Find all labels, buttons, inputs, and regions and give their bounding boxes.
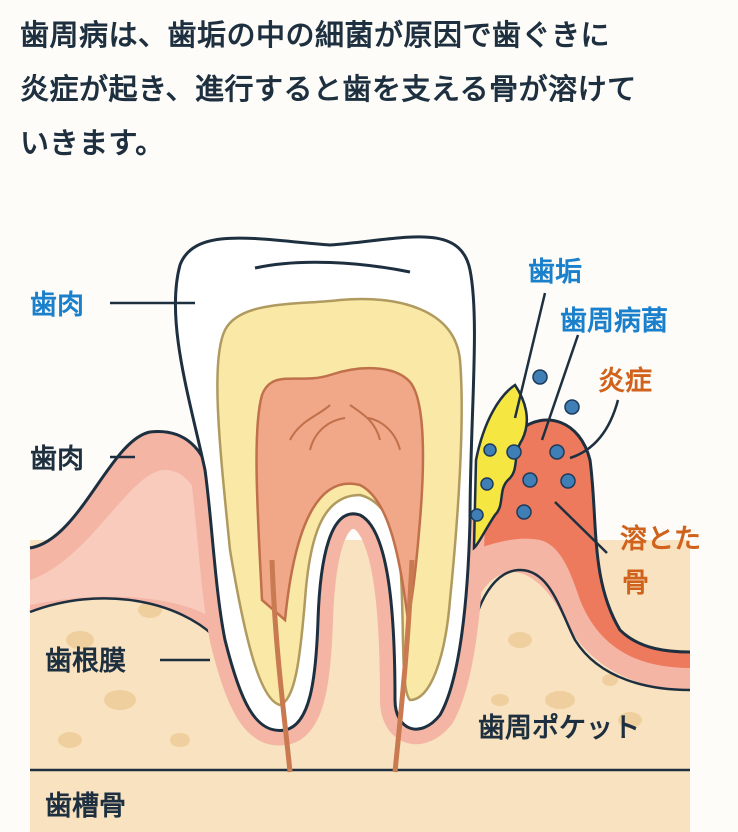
label-bacteria: 歯周病菌 (560, 306, 668, 337)
plaque (472, 383, 529, 551)
intro-line: 炎症が起き、進行すると歯を支える骨が溶けて (20, 72, 637, 106)
label-gum: 歯肉 (30, 444, 84, 475)
tooth-groove (254, 260, 411, 274)
label-periodontal-pocket: 歯周ポケット (478, 713, 640, 744)
label-dissolved-bone-2: 骨 (622, 568, 649, 599)
label-alveolar-bone: 歯槽骨 (45, 791, 126, 822)
bone-edge-left (29, 597, 219, 641)
bacteria (470, 369, 580, 522)
intro-line: 歯周病は、歯垢の中の細菌が原因で歯ぐきに (20, 18, 611, 52)
label-dissolved-bone-1: 溶とた (620, 523, 701, 555)
leader-lines (110, 292, 620, 662)
root-canal-right (392, 559, 415, 773)
intro-line: いきます。 (20, 126, 165, 160)
bone-edge-right (468, 568, 691, 692)
label-periodontal-ligament: 歯根膜 (45, 646, 126, 677)
gum-right-edge (519, 418, 691, 654)
gum-left-inner (30, 470, 215, 620)
label-inflammation: 炎症 (598, 366, 652, 397)
bone-spots (58, 602, 642, 748)
intro-text: 歯周病は、歯垢の中の細菌が原因で歯ぐきに 炎症が起き、進行すると歯を支える骨が溶… (20, 8, 720, 170)
pulp (255, 366, 425, 623)
gum-left-edge (29, 430, 212, 550)
root-canal-left (269, 559, 293, 773)
label-gum-top: 歯肉 (30, 290, 84, 321)
nerves (289, 404, 401, 451)
label-plaque: 歯垢 (528, 257, 582, 288)
